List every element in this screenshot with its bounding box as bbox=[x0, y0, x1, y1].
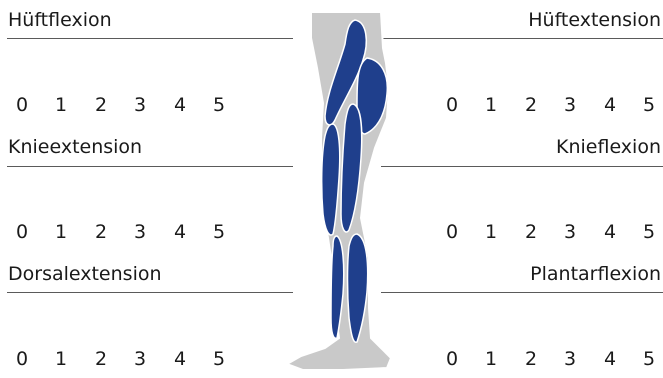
scale-value-1[interactable]: 1 bbox=[481, 223, 501, 242]
scale-value-4[interactable]: 4 bbox=[600, 350, 620, 369]
scale-value-3[interactable]: 3 bbox=[560, 223, 580, 242]
divider-line bbox=[7, 166, 293, 167]
scale-value-5[interactable]: 5 bbox=[639, 223, 659, 242]
scale-value-0[interactable]: 0 bbox=[12, 350, 32, 369]
scale-value-3[interactable]: 3 bbox=[130, 96, 150, 115]
scale-value-2[interactable]: 2 bbox=[91, 96, 111, 115]
scale-value-1[interactable]: 1 bbox=[51, 350, 71, 369]
divider-line bbox=[381, 292, 663, 293]
scale-value-0[interactable]: 0 bbox=[442, 96, 462, 115]
scale-value-4[interactable]: 4 bbox=[600, 96, 620, 115]
scale-value-5[interactable]: 5 bbox=[639, 350, 659, 369]
label-hueftflexion: Hüftflexion bbox=[8, 11, 112, 30]
divider-line bbox=[381, 166, 663, 167]
label-plantarflexion: Plantarflexion bbox=[530, 265, 661, 284]
scale-value-4[interactable]: 4 bbox=[170, 350, 190, 369]
scale-value-2[interactable]: 2 bbox=[521, 223, 541, 242]
scale-value-4[interactable]: 4 bbox=[600, 223, 620, 242]
scale-value-2[interactable]: 2 bbox=[91, 350, 111, 369]
scale-value-5[interactable]: 5 bbox=[639, 96, 659, 115]
scale-value-1[interactable]: 1 bbox=[481, 96, 501, 115]
scale-value-3[interactable]: 3 bbox=[130, 350, 150, 369]
leg-muscle-anatomy-icon bbox=[283, 8, 393, 374]
scale-value-0[interactable]: 0 bbox=[12, 223, 32, 242]
scale-value-1[interactable]: 1 bbox=[51, 223, 71, 242]
scale-value-3[interactable]: 3 bbox=[560, 350, 580, 369]
divider-line bbox=[7, 292, 293, 293]
divider-line bbox=[7, 38, 293, 39]
scale-value-5[interactable]: 5 bbox=[209, 350, 229, 369]
scale-value-1[interactable]: 1 bbox=[481, 350, 501, 369]
label-hueftextension: Hüftextension bbox=[528, 11, 661, 30]
scale-value-3[interactable]: 3 bbox=[560, 96, 580, 115]
scale-value-0[interactable]: 0 bbox=[442, 223, 462, 242]
scale-value-0[interactable]: 0 bbox=[442, 350, 462, 369]
scale-value-3[interactable]: 3 bbox=[130, 223, 150, 242]
scale-value-2[interactable]: 2 bbox=[521, 96, 541, 115]
scale-value-4[interactable]: 4 bbox=[170, 96, 190, 115]
scale-value-4[interactable]: 4 bbox=[170, 223, 190, 242]
scale-value-2[interactable]: 2 bbox=[521, 350, 541, 369]
scale-value-1[interactable]: 1 bbox=[51, 96, 71, 115]
label-dorsalextension: Dorsalextension bbox=[8, 265, 162, 284]
divider-line bbox=[381, 38, 663, 39]
scale-value-2[interactable]: 2 bbox=[91, 223, 111, 242]
scale-value-0[interactable]: 0 bbox=[12, 96, 32, 115]
label-knieextension: Knieextension bbox=[8, 138, 142, 157]
label-knieflexion: Knieflexion bbox=[556, 138, 661, 157]
scale-value-5[interactable]: 5 bbox=[209, 96, 229, 115]
scale-value-5[interactable]: 5 bbox=[209, 223, 229, 242]
